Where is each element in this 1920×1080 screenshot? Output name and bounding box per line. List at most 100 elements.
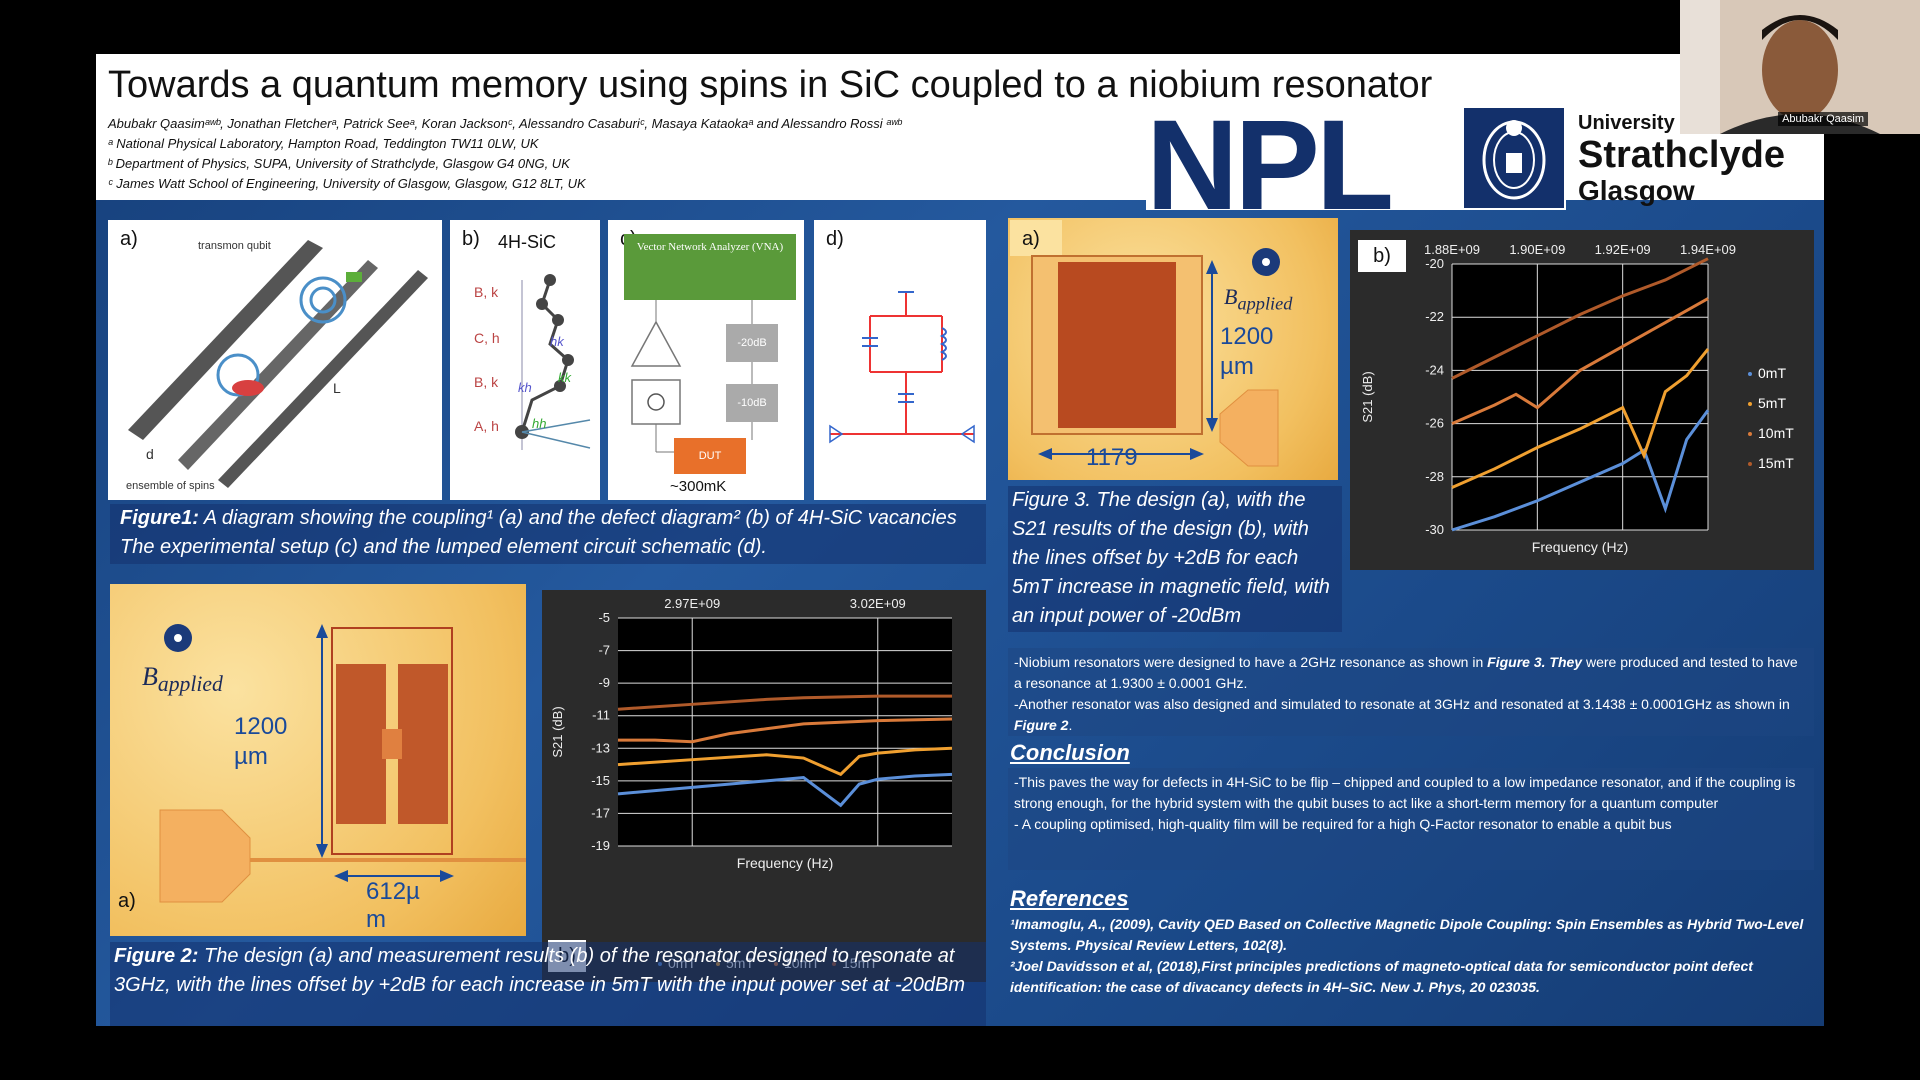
gap-label: d <box>146 446 154 462</box>
fig3-b-symbol: B <box>1224 284 1238 309</box>
y-tick-label: -15 <box>591 773 610 788</box>
references-heading: References <box>1010 886 1129 911</box>
legend-entry: 15mT <box>1758 455 1794 471</box>
uni-line-1: University of <box>1578 112 1700 134</box>
attenuator-20db: -20dB <box>726 324 778 362</box>
series-line-5mT <box>617 746 953 777</box>
fig2-width-label: 612µ m <box>366 878 420 933</box>
x-tick-label: 3.02E+09 <box>850 596 906 611</box>
y-tick-label: -28 <box>1425 469 1444 484</box>
affiliation-a: ᵃ National Physical Laboratory, Hampton … <box>108 136 539 151</box>
fig2-b-symbol: B <box>142 662 158 691</box>
legend-entry: 0mT <box>1758 365 1786 381</box>
x-tick-label: 1.90E+09 <box>1509 242 1565 257</box>
fig3-design-panel: a) Bapplied 1200 µm 1179 <box>1008 218 1338 480</box>
y-tick-label: -30 <box>1425 522 1444 537</box>
fig2-height-label: 1200 µm <box>234 713 288 770</box>
results-para-2-a: -Another resonator was also designed and… <box>1014 696 1790 712</box>
fig1-label-b: b) <box>462 228 480 250</box>
legend-marker <box>1748 402 1752 406</box>
temp-label: ~300mK <box>670 478 727 495</box>
affiliation-b: ᵇ Department of Physics, SUPA, Universit… <box>108 156 570 171</box>
fig2-b-sub: applied <box>157 672 223 697</box>
y-tick-label: -7 <box>598 643 610 658</box>
presenter-video <box>1680 0 1920 134</box>
conclusion-para-2: - A coupling optimised, high-quality fil… <box>1014 816 1672 832</box>
webcam-video[interactable]: Abubakr Qaasim <box>1680 0 1920 134</box>
fig3-width-label: 1179 <box>1086 444 1138 471</box>
y-tick-label: -26 <box>1425 416 1444 431</box>
series-line-0mT <box>1451 409 1710 532</box>
transmon-diagram <box>128 240 428 488</box>
y-axis-label: S21 (dB) <box>550 706 565 757</box>
site-2: C, h <box>474 330 500 346</box>
fig3-label-b: b) <box>1358 240 1406 272</box>
presenter-name: Abubakr Qaasim <box>1778 112 1868 126</box>
y-tick-label: -20 <box>1425 256 1444 271</box>
series-line-0mT <box>617 772 953 808</box>
y-tick-label: -9 <box>598 675 610 690</box>
fig3-b-applied: Bapplied <box>1224 284 1292 314</box>
fig1-panel-d: d) <box>814 220 986 500</box>
defect-lattice <box>515 274 591 450</box>
npl-logo-text: NPL <box>1146 94 1394 237</box>
figure3-caption-label: Figure 3. <box>1012 489 1091 511</box>
hk-label: hk <box>550 334 564 349</box>
figure1-caption-text: A diagram showing the coupling¹ (a) and … <box>120 507 957 558</box>
results-paragraphs: -Niobium resonators were designed to hav… <box>1008 648 1814 736</box>
fig1-panel-c: c) Vector Network Analyzer (VNA) -20dB -… <box>608 220 804 500</box>
legend-entry: 10mT <box>1758 425 1794 441</box>
y-tick-label: -11 <box>592 708 610 723</box>
fig1-panel-a: a) transmon qubit ensemble of spins L d <box>108 220 442 500</box>
results-para-1-b: were produced and tested to have a reson… <box>1014 654 1798 691</box>
y-tick-label: -19 <box>591 838 610 853</box>
results-para-2-fig: Figure 2 <box>1014 717 1069 733</box>
series-line-10mT <box>1451 297 1709 425</box>
legend-marker <box>1748 432 1752 436</box>
results-para-1: -Niobium resonators were designed to hav… <box>1014 652 1808 694</box>
figure3-caption: Figure 3. The design (a), with the S21 r… <box>1008 486 1342 632</box>
site-4: A, h <box>474 418 499 434</box>
affiliation-c: ᶜ James Watt School of Engineering, Univ… <box>108 176 586 191</box>
y-tick-label: -22 <box>1425 309 1444 324</box>
y-tick-label: -17 <box>591 805 610 820</box>
ensemble-label: ensemble of spins <box>126 480 215 492</box>
circuit-schematic <box>829 291 975 444</box>
resonator-design-2ghz <box>1031 248 1280 467</box>
attenuator-10db: -10dB <box>726 384 778 422</box>
series-line-15mT <box>1451 257 1709 380</box>
fig1-panel-b: b) 4H-SiC B, k C, h B, k A, h hk kk kh h… <box>450 220 600 500</box>
figure2-caption: Figure 2: The design (a) and measurement… <box>110 942 986 1026</box>
npl-crest-icon <box>1464 108 1564 208</box>
kk-label: kk <box>558 370 571 385</box>
results-para-1-fig: Figure 3. They <box>1487 654 1583 670</box>
results-para-1-a: -Niobium resonators were designed to hav… <box>1014 654 1488 670</box>
fig3-label-a: a) <box>1010 220 1062 256</box>
series-line-10mT <box>618 717 953 744</box>
legend-entry: 5mT <box>1758 395 1786 411</box>
x-axis-label: Frequency (Hz) <box>1532 539 1628 555</box>
dut-box: DUT <box>674 438 746 474</box>
references-list: ¹Imamoglu, A., (2009), Cavity QED Based … <box>1010 914 1810 998</box>
npl-logo: NPL <box>1146 94 1566 237</box>
x-tick-label: 1.92E+09 <box>1595 242 1651 257</box>
fig2-b-applied: Bapplied <box>142 662 223 697</box>
figure1-caption-label: Figure1: <box>120 507 199 529</box>
fig3-height-label: 1200 µm <box>1220 323 1274 380</box>
plot-area <box>618 618 952 846</box>
uni-line-2: Strathclyde <box>1578 134 1785 176</box>
conclusion-para-1: -This paves the way for defects in 4H-Si… <box>1014 774 1796 811</box>
vna-box: Vector Network Analyzer (VNA) <box>624 234 796 300</box>
y-tick-label: -24 <box>1425 362 1444 377</box>
poster-authors: Abubakr Qaasimᵃʷᵇ, Jonathan Fletcherᵃ, P… <box>108 114 902 194</box>
hh-label: hh <box>532 416 547 431</box>
fig2-label-a: a) <box>118 890 136 912</box>
figure2-caption-label: Figure 2: <box>114 945 199 967</box>
series-line-5mT <box>1451 348 1710 489</box>
figure3-caption-text: The design (a), with the S21 results of … <box>1012 489 1330 627</box>
y-axis-label: S21 (dB) <box>1360 371 1375 422</box>
results-para-2: -Another resonator was also designed and… <box>1014 694 1808 736</box>
legend-marker <box>1748 372 1752 376</box>
